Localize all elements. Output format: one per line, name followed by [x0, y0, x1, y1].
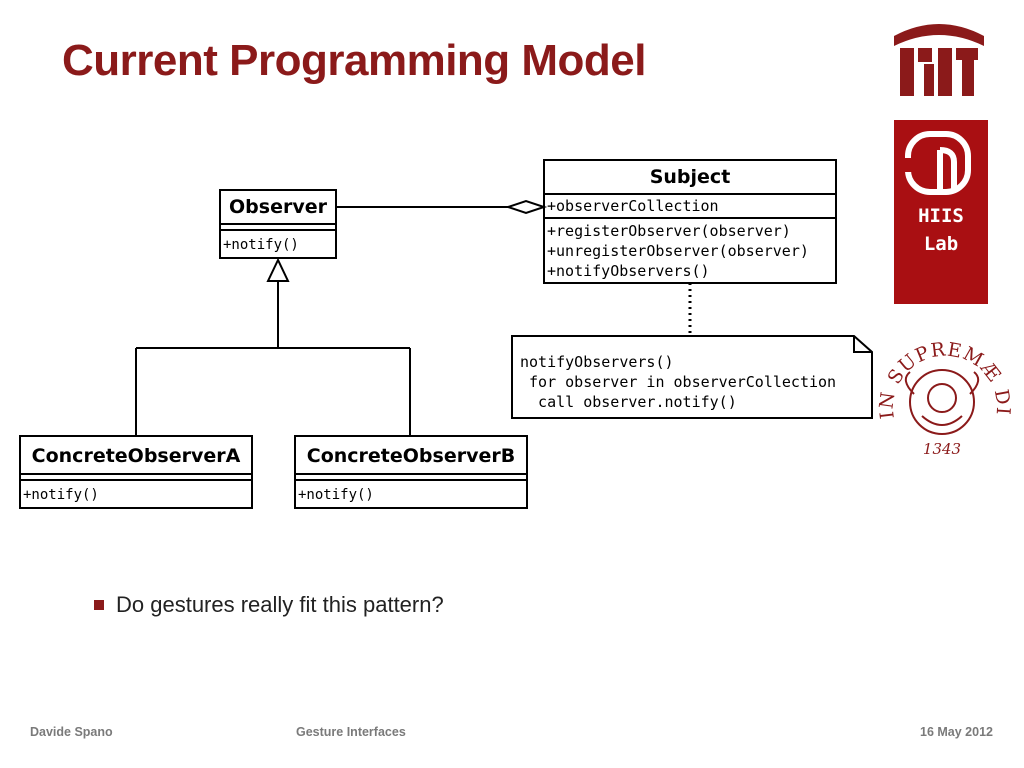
lab-label: Lab	[923, 233, 959, 255]
subject-method: +registerObserver(observer)	[547, 222, 791, 240]
footer-course: Gesture Interfaces	[296, 725, 406, 739]
note-line: for observer in observerCollection	[520, 373, 836, 391]
note-box: notifyObservers() for observer in observ…	[511, 335, 873, 419]
inheritance-arrowhead	[266, 257, 290, 282]
footer-date: 16 May 2012	[920, 725, 993, 739]
university-seal: IN SUPREMÆ DIGNITATIS 1343	[870, 324, 1014, 458]
concrete-observer-b-method: +notify()	[298, 487, 374, 503]
isti-logo	[894, 24, 984, 96]
concrete-observer-b-class: ConcreteObserverB +notify()	[294, 435, 528, 509]
bullet-square-icon	[94, 600, 104, 610]
generalization-connector	[135, 257, 411, 436]
observer-class: Observer +notify()	[219, 189, 337, 259]
footer-author: Davide Spano	[30, 725, 113, 739]
concrete-observer-a-method: +notify()	[23, 487, 99, 503]
concrete-observer-a-class: ConcreteObserverA +notify()	[19, 435, 253, 509]
aggregation-connector	[336, 199, 548, 215]
subject-class-name: Subject	[650, 166, 731, 188]
subject-class: Subject +observerCollection +registerObs…	[543, 159, 837, 284]
concrete-observer-b-name: ConcreteObserverB	[307, 445, 515, 467]
bullet-item: Do gestures really fit this pattern?	[94, 592, 444, 618]
uml-observer-diagram: Observer +notify() Subject +observerColl…	[19, 159, 873, 509]
bullet-text: Do gestures really fit this pattern?	[116, 592, 444, 617]
aggregation-diamond	[504, 199, 548, 215]
cnr-icon	[892, 131, 971, 195]
note-line: call observer.notify()	[520, 393, 737, 411]
note-line: notifyObservers()	[520, 353, 674, 371]
observer-class-name: Observer	[229, 196, 328, 218]
svg-text:IN SUPREMÆ DIGNITATIS: IN SUPREMÆ DIGNITATIS	[870, 324, 1014, 420]
hiis-lab-logo: HIIS Lab	[892, 120, 988, 304]
subject-method: +notifyObservers()	[547, 262, 710, 280]
subject-method: +unregisterObserver(observer)	[547, 242, 809, 260]
slide-title: Current Programming Model	[62, 36, 647, 85]
seal-year: 1343	[923, 440, 961, 458]
hiis-label: HIIS	[918, 205, 964, 227]
observer-method: +notify()	[223, 237, 299, 253]
subject-attribute: +observerCollection	[547, 197, 719, 215]
seal-motto: IN SUPREMÆ DIGNITATIS	[870, 324, 1013, 420]
concrete-observer-a-name: ConcreteObserverA	[32, 445, 241, 467]
